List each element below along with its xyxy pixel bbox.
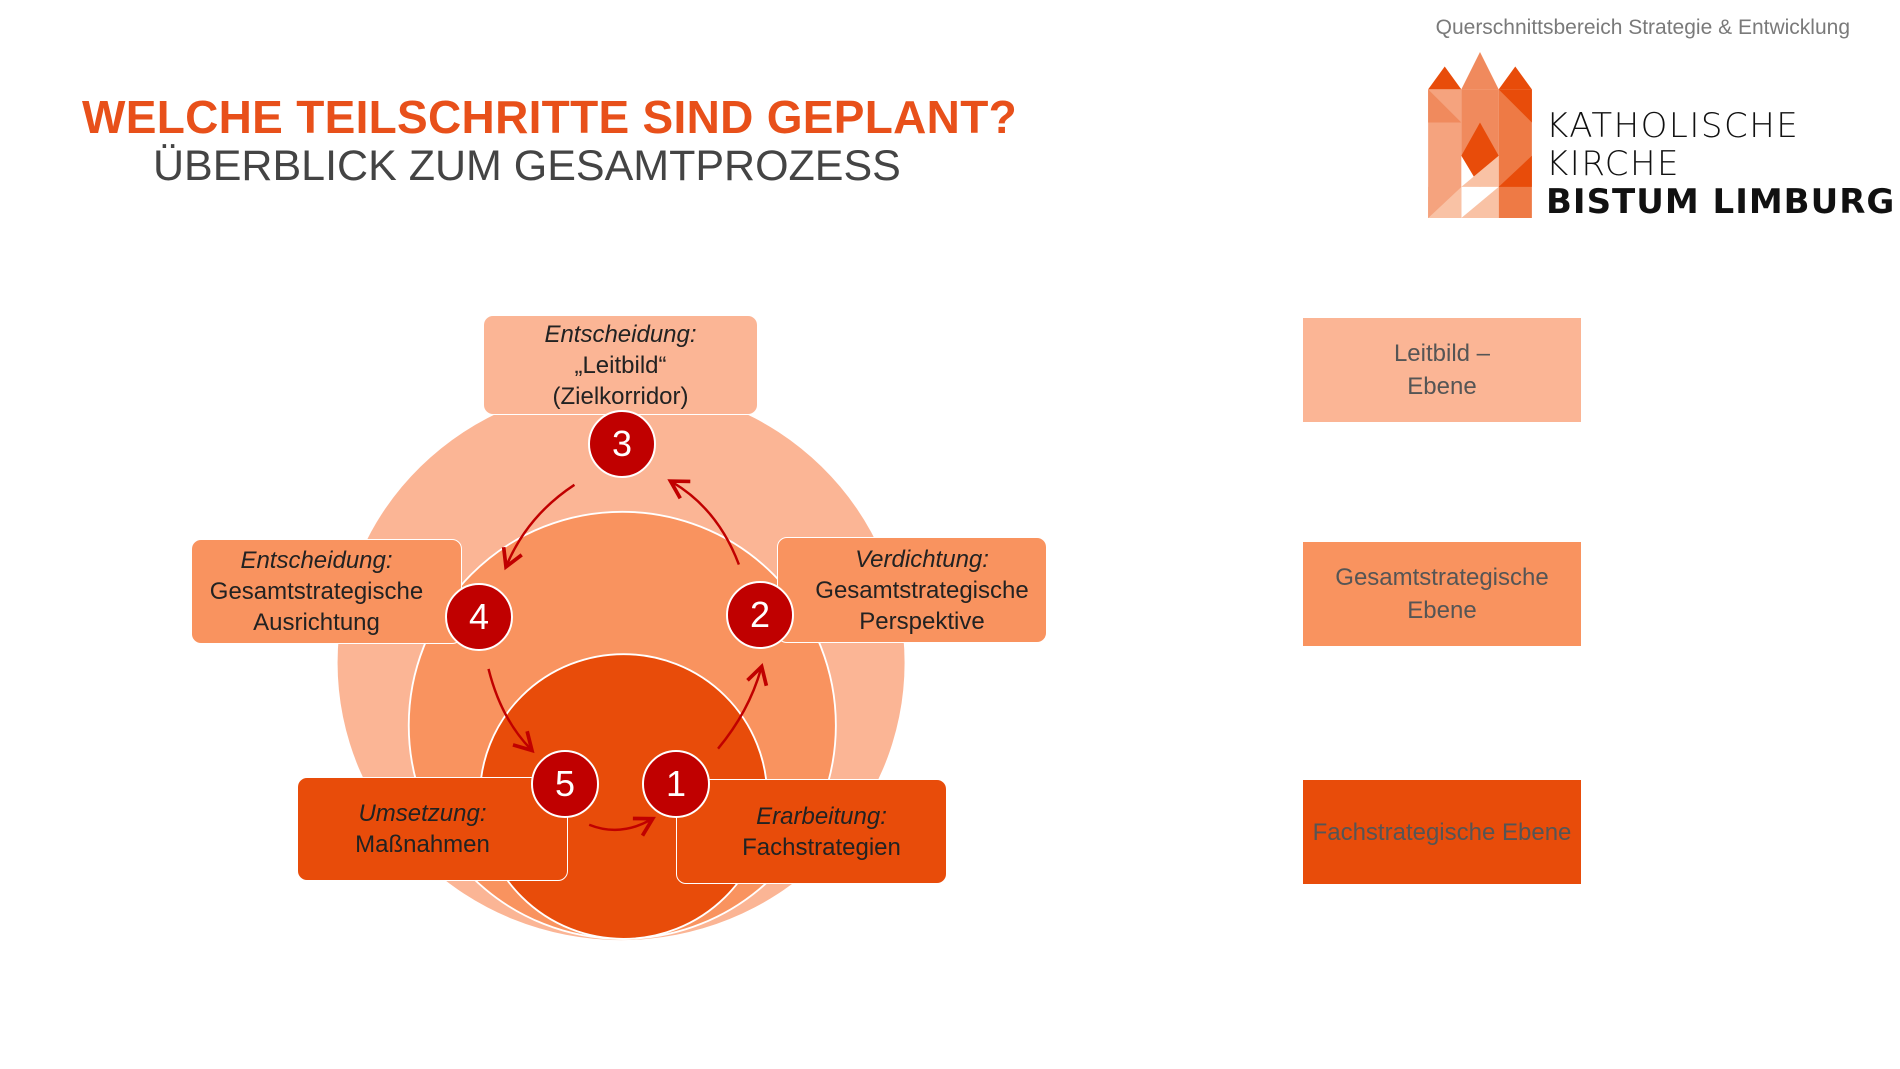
legend-leitbild-line-1: Leitbild –	[1393, 340, 1491, 367]
legend-leitbild-line-2: Ebene	[1407, 373, 1477, 400]
step-1-badge: 1	[642, 750, 710, 818]
step-2-badge: 2	[726, 581, 794, 649]
step-4-text-1: Gesamtstrategische	[209, 578, 424, 605]
page-title: WELCHE TEILSCHRITTE SIND GEPLANT?	[82, 91, 1017, 143]
step-5-box: Umsetzung: Maßnahmen	[297, 777, 568, 881]
arrow-5-to-1	[588, 816, 656, 837]
step-3-box: Entscheidung: „Leitbild“ (Zielkorridor)	[483, 315, 758, 415]
arrow-3-to-4	[501, 483, 576, 571]
arrow-1-to-2	[717, 662, 769, 750]
step-3-text-2: (Zielkorridor)	[552, 382, 689, 410]
step-3-badge: 3	[588, 410, 656, 478]
logo-line-2: KIRCHE	[1546, 144, 1681, 184]
step-4-kind: Entscheidung:	[240, 547, 393, 574]
legend-fach-line-1: Fachstrategische Ebene	[1312, 818, 1572, 846]
step-5-text-1: Maßnahmen	[355, 831, 490, 858]
step-5-kind: Umsetzung:	[358, 800, 487, 827]
step-2-text-2: Perspektive	[859, 607, 985, 635]
step-2-text-1: Gesamtstrategische	[815, 576, 1029, 604]
arrow-2-to-3	[667, 479, 741, 566]
legend-fachstrategisch: Fachstrategische Ebene	[1303, 780, 1581, 884]
step-3-text-1: „Leitbild“	[574, 351, 667, 379]
logo-line-1: KATHOLISCHE	[1546, 106, 1800, 146]
arrow-4-to-5	[487, 668, 535, 754]
legend-gesamt-line-1: Gesamtstrategische	[1335, 564, 1549, 591]
step-2-box: Verdichtung: Gesamtstrategische Perspekt…	[777, 537, 1047, 643]
legend-gesamt-line-2: Ebene	[1407, 597, 1477, 624]
logo-line-3: BISTUM LIMBURG	[1546, 182, 1896, 222]
page-subtitle: ÜBERBLICK ZUM GESAMTPROZESS	[153, 142, 901, 190]
step-1-box: Erarbeitung: Fachstrategien	[676, 779, 947, 884]
department-label: Querschnittsbereich Strategie & Entwickl…	[1435, 16, 1850, 39]
step-1-text-1: Fachstrategien	[742, 833, 901, 861]
step-4-box: Entscheidung: Gesamtstrategische Ausrich…	[191, 539, 462, 644]
step-1-kind: Erarbeitung:	[756, 802, 887, 830]
step-2-kind: Verdichtung:	[855, 545, 989, 573]
step-5-badge: 5	[531, 750, 599, 818]
step-4-text-2: Ausrichtung	[253, 609, 380, 636]
step-4-badge: 4	[445, 583, 513, 651]
step-3-kind: Entscheidung:	[544, 320, 697, 348]
legend-leitbild: Leitbild – Ebene	[1303, 318, 1581, 422]
cathedral-logo-icon	[1428, 52, 1532, 218]
legend-gesamtstrategisch: Gesamtstrategische Ebene	[1303, 542, 1581, 646]
